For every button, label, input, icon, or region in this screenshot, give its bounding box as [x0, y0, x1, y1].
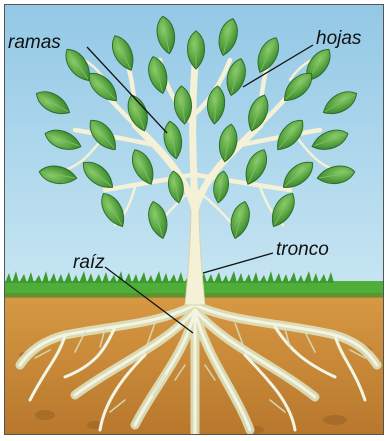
- label-raiz: raíz: [73, 253, 105, 272]
- label-tronco: tronco: [276, 240, 329, 259]
- label-hojas: hojas: [316, 29, 361, 48]
- tree-diagram: ramas hojas raíz tronco: [4, 4, 384, 435]
- tree-illustration: [5, 5, 384, 435]
- label-ramas: ramas: [8, 33, 61, 52]
